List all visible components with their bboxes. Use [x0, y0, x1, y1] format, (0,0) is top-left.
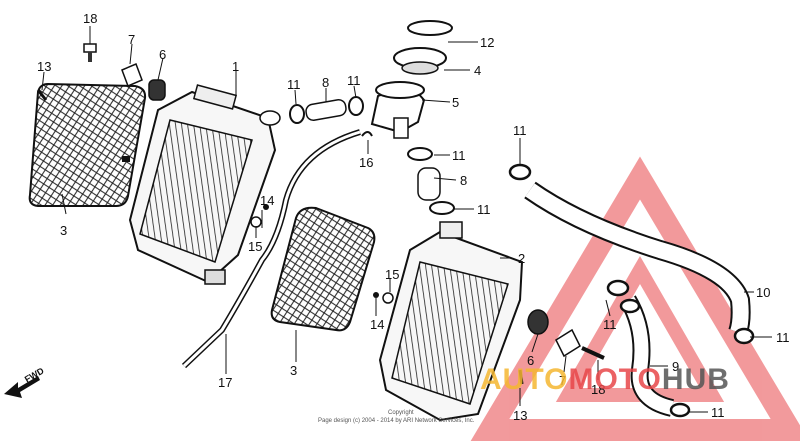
label-11-a: 11: [287, 77, 301, 92]
label-11-f: 11: [603, 317, 617, 332]
label-13-right: 13: [513, 408, 528, 423]
fwd-arrow-icon: [4, 376, 40, 398]
filler-neck-5: [370, 81, 426, 139]
label-6-left: 6: [159, 47, 167, 62]
label-5: 5: [452, 95, 460, 110]
label-15-right: 15: [385, 267, 400, 282]
cap-4: [393, 47, 447, 75]
label-7-left: 7: [128, 32, 136, 47]
rubber-6-right: [527, 309, 549, 335]
left-radiator: [128, 84, 281, 285]
label-11-e: 11: [513, 123, 527, 138]
washer-15-left: [250, 216, 262, 228]
bolt-13-left: [36, 89, 48, 101]
label-8-top: 8: [322, 75, 330, 90]
label-2: 2: [518, 251, 526, 266]
watermark-moto: MOTO: [568, 363, 662, 396]
center-radiator-grille: [270, 206, 376, 332]
hose-9: [620, 295, 675, 417]
overflow-tube-17: [181, 129, 361, 369]
clip-16: [361, 131, 373, 137]
label-15-left: 15: [248, 239, 263, 254]
label-11-g: 11: [776, 330, 790, 345]
label-10: 10: [756, 285, 771, 300]
label-11-d: 11: [477, 202, 491, 217]
rubber-6-left: [148, 79, 166, 101]
label-3-center: 3: [290, 363, 298, 378]
label-4: 4: [474, 63, 482, 78]
label-14-right: 14: [370, 317, 385, 332]
clamps-11: [508, 163, 755, 418]
leader-lines: [41, 26, 772, 413]
collar-7-right: [555, 328, 581, 358]
watermark-text: AUTOMOTOHUB: [480, 365, 730, 395]
label-6-right: 6: [527, 353, 535, 368]
label-11-h: 11: [711, 405, 725, 420]
hose-8-center: [407, 147, 455, 215]
right-radiator: [378, 221, 524, 422]
label-9: 9: [672, 359, 680, 374]
watermark-hub: HUB: [661, 363, 730, 396]
bolt-14-left: [263, 204, 269, 210]
label-1: 1: [232, 59, 240, 74]
label-3-left: 3: [60, 223, 68, 238]
label-14-left: 14: [260, 193, 275, 208]
label-12: 12: [480, 35, 495, 50]
label-7-right: 7: [559, 373, 567, 388]
collar-7-left: [121, 63, 143, 87]
label-16: 16: [359, 155, 374, 170]
label-18-left: 18: [83, 11, 98, 26]
bolt-18-right: [581, 346, 605, 360]
left-radiator-grille: [28, 82, 147, 207]
copyright-line1: Copyright: [388, 410, 414, 416]
label-8-center: 8: [460, 173, 468, 188]
copyright-line2: Page design (c) 2004 - 2014 by ARI Netwo…: [318, 418, 475, 424]
bolt-13-right: [518, 369, 524, 385]
label-18-right: 18: [591, 382, 606, 397]
label-17: 17: [218, 375, 233, 390]
label-11-b: 11: [347, 73, 361, 88]
watermark-auto: AUTO: [480, 363, 569, 396]
hose-10: [524, 181, 751, 336]
label-13-left: 13: [37, 59, 52, 74]
washer-15-right: [382, 292, 394, 304]
seal-12: [407, 20, 453, 36]
label-11-c: 11: [452, 148, 466, 163]
hose-8-top: [289, 96, 364, 124]
bolt-14-right: [373, 292, 379, 298]
bolt-18-left: [83, 43, 97, 62]
